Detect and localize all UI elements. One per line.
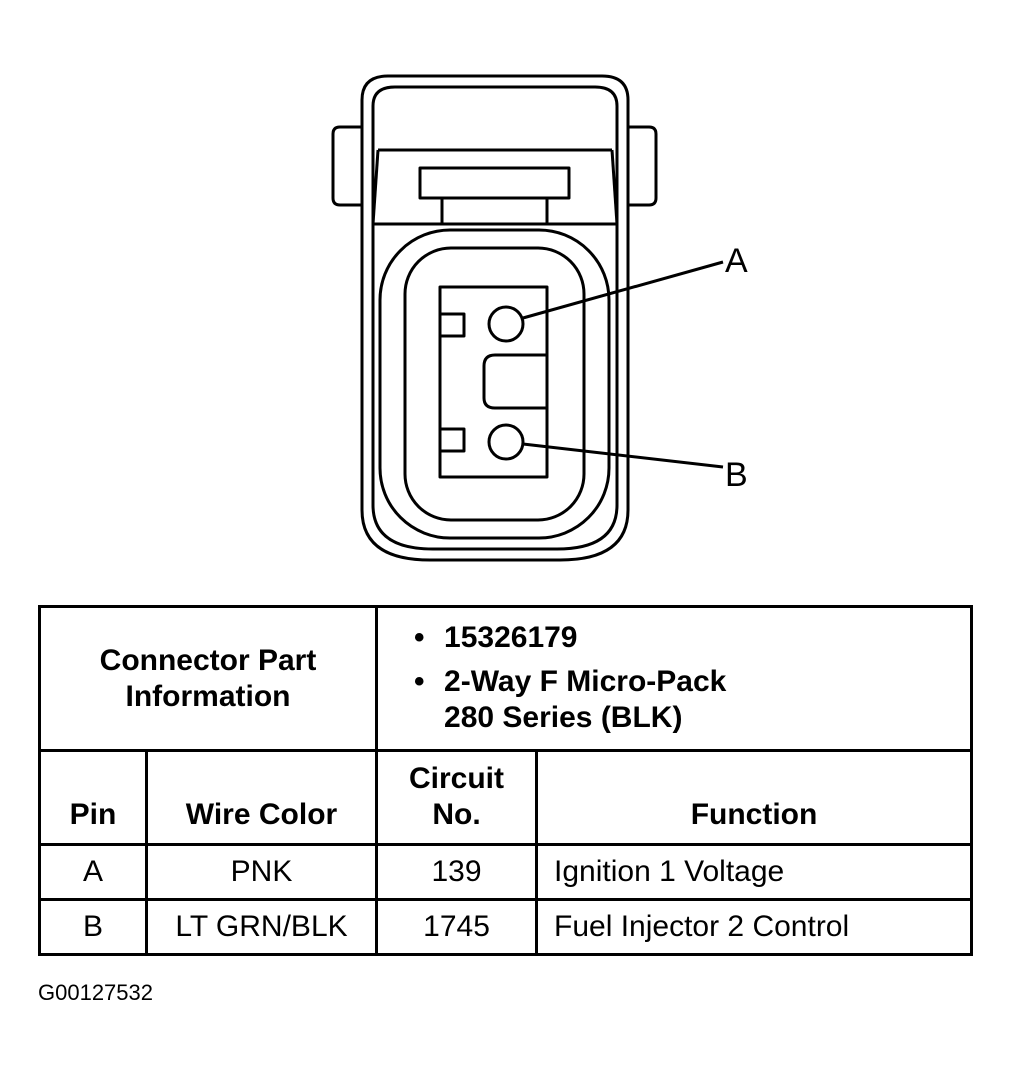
table-row: A PNK 139 Ignition 1 Voltage [38, 843, 974, 901]
pin-a-hole [487, 305, 525, 343]
col-header-circuit-no: Circuit No. [375, 749, 539, 846]
key-upper [438, 312, 466, 338]
seal-outer [378, 228, 611, 540]
pin-a-label: A [725, 242, 748, 280]
left-latch-tab [331, 125, 362, 207]
key-lower [438, 427, 466, 453]
part-info-details: 15326179 2-Way F Micro-Pack 280 Series (… [375, 605, 974, 752]
part-description: 2-Way F Micro-Pack 280 Series (BLK) [414, 664, 774, 736]
right-latch-tab [628, 125, 658, 207]
row-b-circuit-no: 1745 [375, 898, 539, 956]
row-a-circuit-no: 139 [375, 843, 539, 901]
part-number: 15326179 [414, 620, 962, 656]
latch-button [418, 166, 571, 200]
col-header-pin: Pin [38, 749, 148, 846]
row-b-function: Fuel Injector 2 Control [535, 898, 974, 956]
connector-inner-body [371, 85, 619, 551]
pin-a-leader [522, 260, 724, 320]
pin-b-hole [487, 423, 525, 461]
connector-diagram: A B [331, 74, 748, 562]
row-b-wire-color: LT GRN/BLK [144, 898, 379, 956]
part-info-row: Connector Part Information 15326179 2-Wa… [37, 605, 974, 752]
pin-cavity-housing [438, 285, 549, 479]
column-header-row: Pin Wire Color Circuit No. Function [38, 749, 974, 846]
pin-b-label: B [725, 456, 748, 494]
latch-neck [440, 198, 549, 224]
col-header-wire-color: Wire Color [144, 749, 379, 846]
part-info-list: 15326179 2-Way F Micro-Pack 280 Series (… [386, 620, 962, 736]
table-row: B LT GRN/BLK 1745 Fuel Injector 2 Contro… [38, 898, 974, 956]
pin-b-leader [522, 442, 724, 469]
part-info-label: Connector Part Information [37, 605, 379, 752]
row-a-wire-color: PNK [144, 843, 379, 901]
col-header-function: Function [535, 749, 974, 846]
connector-outer-body [360, 74, 630, 562]
seal-inner [403, 246, 586, 522]
row-b-pin: B [38, 898, 148, 956]
connector-info-table: Connector Part Information 15326179 2-Wa… [37, 605, 974, 956]
figure-id: G00127532 [38, 980, 153, 1005]
row-a-function: Ignition 1 Voltage [535, 843, 974, 901]
row-a-pin: A [38, 843, 148, 901]
center-notch [482, 353, 547, 410]
